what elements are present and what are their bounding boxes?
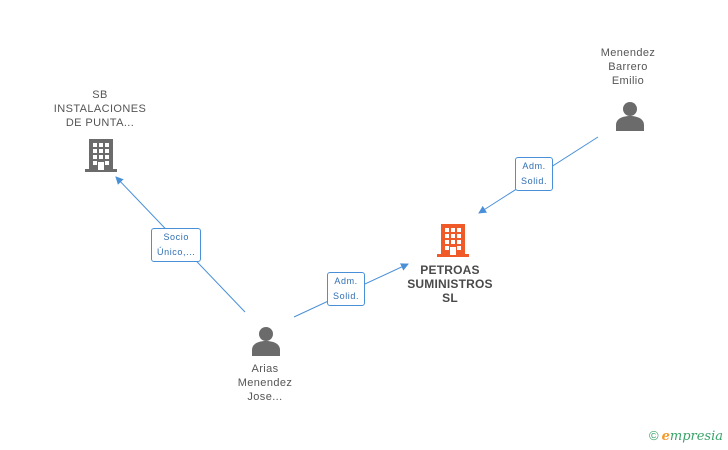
- edge-label-adm-solid-arias[interactable]: Adm. Solid.: [327, 272, 366, 306]
- person-icon[interactable]: [614, 101, 646, 131]
- building-icon[interactable]: [85, 137, 117, 173]
- copyright-icon: ©: [649, 428, 659, 443]
- node-label-sb-instalaciones[interactable]: SB INSTALACIONES DE PUNTA...: [53, 89, 147, 129]
- edge-label-adm-solid-menendez[interactable]: Adm. Solid.: [515, 157, 554, 191]
- node-label-menendez-barrero-emilio[interactable]: Menendez Barrero Emilio: [600, 47, 656, 87]
- edge-label-socio-unico[interactable]: Socio Único,...: [151, 228, 202, 262]
- node-label-petroas-suministros[interactable]: PETROAS SUMINISTROS SL: [407, 263, 493, 305]
- brand-logo: empresia: [661, 429, 724, 444]
- building-icon[interactable]: [437, 222, 469, 258]
- node-label-arias-menendez-jose[interactable]: Arias Menendez Jose...: [237, 363, 293, 403]
- person-icon[interactable]: [250, 326, 282, 356]
- empresia-watermark: ©empresia: [649, 428, 723, 444]
